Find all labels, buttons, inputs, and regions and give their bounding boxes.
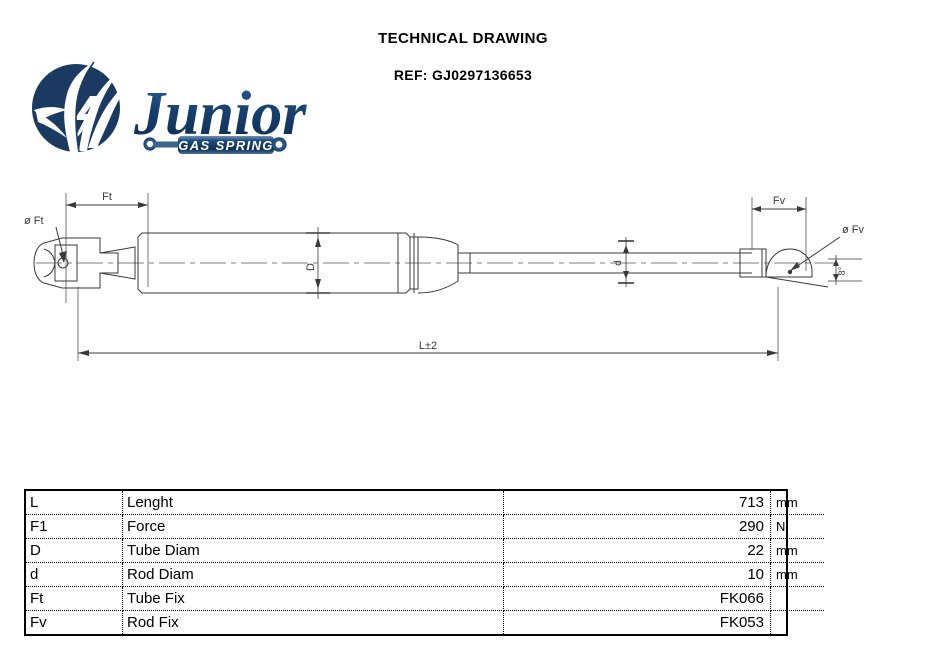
- cell-symbol: Fv: [26, 610, 123, 634]
- page-title: TECHNICAL DRAWING: [378, 30, 548, 47]
- cell-value: 290: [503, 514, 771, 539]
- label-rod-diam: d: [613, 260, 624, 266]
- reference-number: REF: GJ0297136653: [393, 67, 533, 83]
- dimension-ft: Ft: [65, 191, 149, 303]
- cell-description: Rod Diam: [122, 562, 504, 587]
- table-row: d Rod Diam 10 mm: [26, 562, 824, 587]
- cell-value: FK066: [503, 586, 771, 611]
- cell-symbol: F1: [26, 514, 123, 539]
- cell-symbol: Ft: [26, 586, 123, 611]
- table-row: D Tube Diam 22 mm: [26, 538, 824, 563]
- cell-symbol: D: [26, 538, 123, 563]
- label-end-angle: 8°: [837, 266, 847, 275]
- label-rod-fix-diameter: ø Fv: [842, 224, 864, 236]
- cell-unit: N: [770, 514, 824, 539]
- svg-text:ø Ft: ø Ft: [24, 215, 44, 227]
- label-tube-fix-diameter: ø Ft: [24, 215, 67, 263]
- cell-unit: mm: [770, 491, 824, 515]
- gas-spring-technical-drawing: Ft ø Ft D: [0, 175, 926, 385]
- cell-description: Lenght: [122, 491, 504, 515]
- label-ft-dim: Ft: [102, 191, 112, 203]
- cell-unit: [770, 586, 824, 611]
- label-fv-dim: Fv: [773, 195, 786, 207]
- spec-table-body: L Lenght 713 mm F1 Force 290 N D Tube Di…: [26, 491, 824, 634]
- specification-table: L Lenght 713 mm F1 Force 290 N D Tube Di…: [24, 489, 824, 636]
- logo-gas-spring-graphic: GAS SPRING: [143, 136, 287, 154]
- cell-value: 10: [503, 562, 771, 587]
- cell-symbol: d: [26, 562, 123, 587]
- cell-unit: [771, 611, 825, 635]
- dimension-rod-diameter: d: [613, 237, 634, 287]
- table-row: F1 Force 290 N: [26, 514, 824, 539]
- table-row: Fv Rod Fix FK053: [26, 610, 825, 635]
- junior-gas-spring-logo: Junior GAS SPRING: [24, 56, 314, 168]
- cell-value: 22: [503, 538, 771, 563]
- cell-unit: mm: [770, 538, 824, 563]
- table-row: Ft Tube Fix FK066: [26, 586, 824, 611]
- dimension-overall-length: L±2: [77, 287, 779, 361]
- cell-unit: mm: [770, 562, 824, 587]
- label-tube-diam: D: [305, 263, 317, 271]
- rod-end-fitting: [739, 236, 841, 288]
- table-row: L Lenght 713 mm: [26, 491, 824, 515]
- dimension-fv: Fv: [751, 195, 807, 271]
- logo-tagline: GAS SPRING: [178, 138, 274, 153]
- dimension-tube-diameter: D: [305, 227, 330, 299]
- dimension-end-angle: 8°: [828, 255, 862, 285]
- cell-description: Rod Fix: [122, 610, 504, 634]
- cell-value: FK053: [503, 610, 771, 634]
- cell-symbol: L: [26, 491, 123, 515]
- tube-body: [137, 232, 459, 294]
- cell-value: 713: [503, 491, 771, 515]
- logo-emblem-icon: [32, 61, 134, 153]
- piston-rod: [458, 252, 752, 274]
- cell-description: Tube Diam: [122, 538, 504, 563]
- cell-description: Force: [122, 514, 504, 539]
- label-overall-length: L±2: [419, 340, 437, 352]
- svg-text:ø Fv: ø Fv: [842, 224, 864, 236]
- cell-description: Tube Fix: [122, 586, 504, 611]
